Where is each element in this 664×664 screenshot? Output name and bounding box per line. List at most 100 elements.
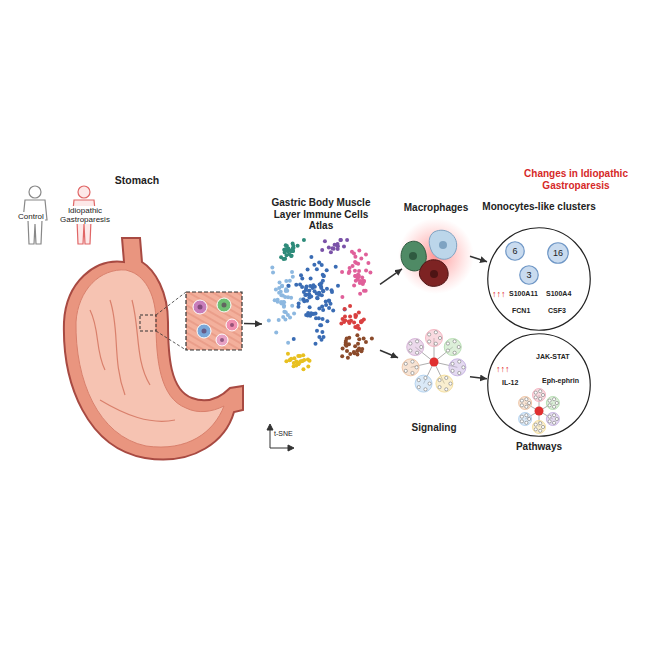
cell-dot (321, 273, 325, 277)
cell-dot (345, 238, 349, 242)
nucleus (222, 303, 227, 308)
cell-dot (283, 317, 287, 321)
cell-dot (304, 313, 308, 317)
network-dot (424, 376, 427, 379)
cell-dot (278, 281, 282, 285)
cell-dot (358, 292, 362, 296)
node-heading: Stomach (102, 174, 172, 186)
circle-shape (506, 242, 525, 261)
network-dot (420, 345, 423, 348)
cell-dot (288, 279, 292, 283)
cell-dot (361, 280, 365, 284)
increase-arrows: ↑↑↑ (496, 364, 510, 374)
cell-dot (288, 358, 292, 362)
network-dot (552, 414, 555, 417)
panel-node: Macrophages (402, 200, 470, 290)
immune-cell (193, 300, 207, 314)
cell-dot (343, 307, 347, 311)
tsne-axes (267, 424, 294, 451)
cell-dot (301, 353, 305, 357)
network-dot (428, 340, 431, 343)
network-module (533, 421, 546, 434)
cell-dot (309, 255, 313, 259)
cell-dot (345, 342, 349, 346)
figure-head (29, 186, 41, 198)
cell-dot (360, 276, 364, 280)
cell-dot (334, 265, 338, 269)
network-dot (446, 349, 449, 352)
network-dot (438, 378, 441, 381)
network-dot (446, 342, 449, 345)
cell-dot (294, 360, 298, 364)
cell-dot (274, 330, 278, 334)
annotation-label: Idiopathic Gastroparesis (56, 206, 114, 224)
cell-dot (362, 289, 366, 293)
stomach-illustration (64, 238, 243, 459)
cell-dot (356, 348, 360, 352)
nucleus (202, 329, 207, 334)
network-dot (409, 342, 412, 345)
network-dot (555, 417, 558, 420)
network-dot (451, 369, 454, 372)
network-dot (438, 386, 441, 389)
network-dot (541, 425, 544, 428)
network-module (546, 413, 559, 426)
cell-dot (350, 250, 354, 254)
cell-dot (320, 330, 324, 334)
cell-dot (292, 246, 296, 250)
node-text: S100A4 (545, 290, 572, 298)
network-dot (449, 382, 452, 385)
network-dot (552, 421, 555, 424)
network-module (519, 397, 532, 410)
cell-dot (298, 359, 302, 363)
network-module (449, 359, 466, 376)
cell-dot (319, 323, 323, 327)
module-halo (533, 421, 546, 434)
network-dot (434, 342, 437, 345)
cell-dot (354, 315, 358, 319)
flow-arrow (244, 323, 262, 325)
cell-dot (305, 299, 309, 303)
module-halo (449, 359, 466, 376)
node-text: 3 (519, 270, 539, 280)
cell-dot (306, 365, 310, 369)
circle-outline (487, 227, 591, 331)
cell-dot (356, 273, 360, 277)
cell-dot (291, 247, 295, 251)
cell-dot (339, 238, 343, 242)
circle-shape (488, 334, 591, 437)
cell-dot (286, 341, 290, 345)
network-dot (462, 366, 465, 369)
network-dot (428, 333, 431, 336)
cell-dot (290, 270, 294, 274)
cell-dot (317, 260, 321, 264)
cell-dot (287, 284, 291, 288)
cell-dot (282, 305, 286, 309)
network-dot (434, 331, 437, 334)
network-dot (539, 397, 542, 400)
signaling-network (402, 330, 466, 393)
circle-node: 6 (505, 241, 525, 261)
module-halo (546, 397, 559, 410)
cell-dot (286, 352, 290, 356)
cell-dot (339, 321, 343, 325)
cell-dot (271, 271, 275, 275)
cell-dot (345, 349, 349, 353)
node-heading: Signaling (398, 422, 470, 434)
figure-body (23, 200, 47, 244)
network-dot (428, 382, 431, 385)
cell-dot (315, 267, 319, 271)
nucleus (198, 305, 203, 310)
cell-dot (315, 329, 319, 333)
cell-dot (364, 252, 368, 256)
cell-dot (357, 249, 361, 253)
circle-node: IL-12JAK-STATEph-ephrinPathways (487, 333, 591, 437)
cell-dot (321, 289, 325, 293)
cell-dot (290, 304, 294, 308)
flow-arrow (380, 269, 402, 284)
cell-dot (333, 243, 337, 247)
cell-dot (277, 318, 281, 322)
cell-dot (340, 354, 344, 358)
